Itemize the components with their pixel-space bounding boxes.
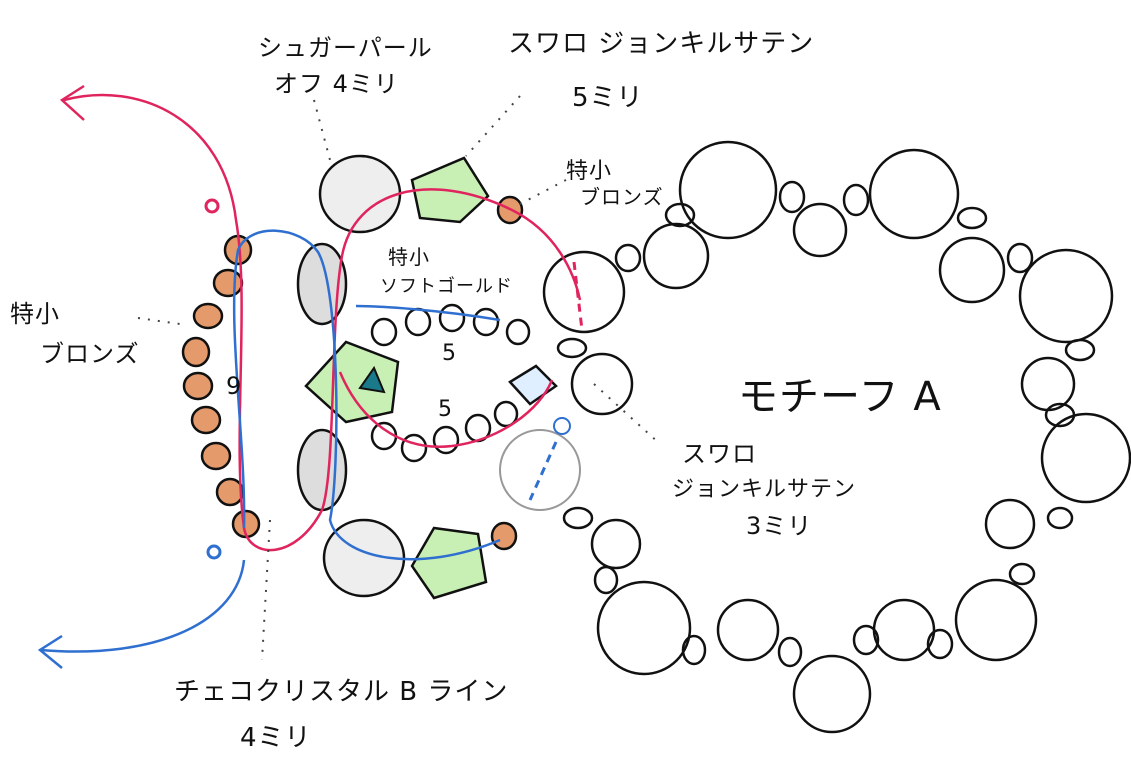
swarovski-5mm-name: スワロ ジョンキルサテン [508,29,814,59]
bronze-bead-column [181,234,261,539]
label-bronze-left: 特小 ブロンズ [10,300,140,368]
bronze-right-name: 特小 [566,159,612,184]
swarovski-3mm-color: ジョンキルサテン [672,477,856,502]
red-arrowhead [59,84,85,121]
label-swarovski-5mm: スワロ ジョンキルサテン 5ミリ [508,29,814,113]
blue-thread-end [206,544,222,560]
red-dashed [572,261,584,331]
red-thread-end [204,198,220,214]
cube-crystal [508,364,558,406]
small-bronze-beads [490,195,524,551]
blue-dashed [528,441,558,501]
label-bronze-right: 特小 ブロンズ [566,159,664,209]
motif-a-label: モチーフ A [738,374,942,420]
bronze-left-color: ブロンズ [40,340,140,368]
bronze-left-name: 特小 [10,300,60,328]
soft-gold-beads [370,303,531,463]
red-thread [63,93,582,552]
label-sugar-pearl: シュガーパール オフ 4ミリ [258,34,433,98]
swarovski-5mm-size: 5ミリ [572,83,644,113]
label-softgold: 特小 ソフトゴールド [380,245,513,297]
bronze-right-color: ブロンズ [580,185,664,209]
swarovski-3mm-bead [499,417,581,511]
sugar-pearls [296,154,406,598]
leader-lines [137,95,661,661]
softgold-color: ソフトゴールド [380,276,513,297]
teal-triangle [358,365,386,394]
label-czech: チェコクリスタル B ライン 4ミリ [174,677,508,753]
czech-size: 4ミリ [240,723,312,753]
swarovski-3mm-name: スワロ [682,440,757,468]
sugar-pearl-name: シュガーパール [258,34,433,62]
motif-a-ring [542,140,1131,734]
czech-name: チェコクリスタル B ライン [174,677,508,707]
blue-arrowhead [37,634,63,669]
count-9: 9 [226,372,242,400]
label-swarovski-3mm: スワロ ジョンキルサテン 3ミリ [672,440,856,540]
blue-thread [39,229,501,653]
count-5-bottom: 5 [438,397,453,422]
count-5-top: 5 [442,341,457,366]
softgold-name: 特小 [388,245,430,269]
swarovski-3mm-size: 3ミリ [746,512,812,540]
sugar-pearl-size: オフ 4ミリ [274,70,399,98]
